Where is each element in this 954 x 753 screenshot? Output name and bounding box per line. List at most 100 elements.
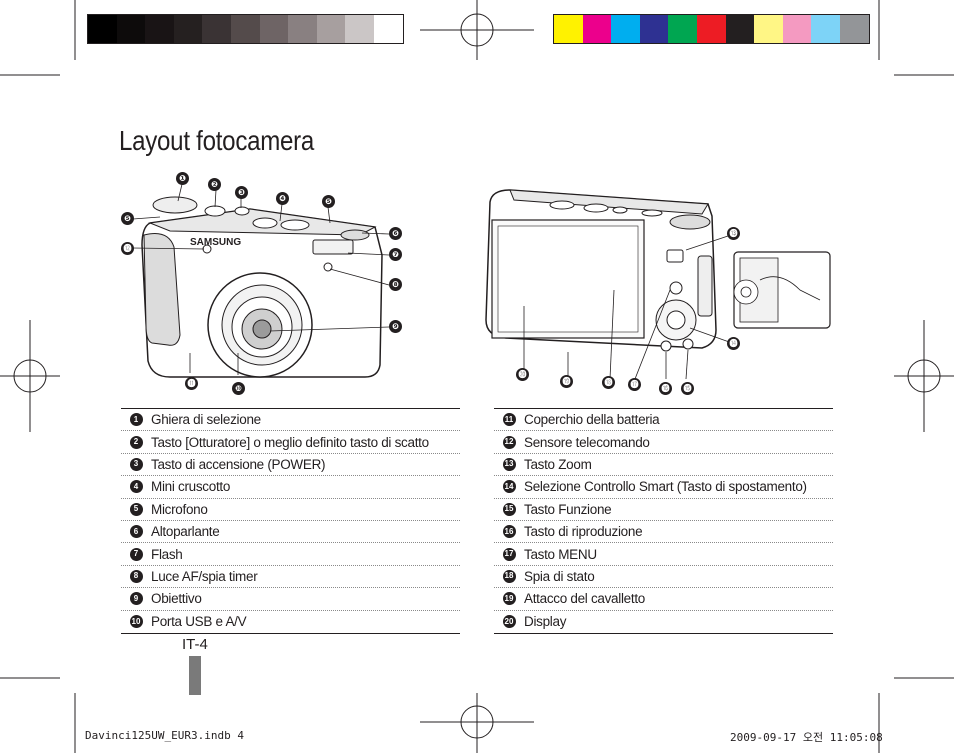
callout-7: ❼	[389, 248, 402, 261]
callout-18: ⓲	[602, 376, 615, 389]
part-row: 10 Porta USB e A/V	[121, 611, 460, 633]
part-label: Flash	[151, 546, 183, 562]
part-label: Tasto di riproduzione	[524, 524, 643, 540]
part-number-badge: 15	[502, 502, 516, 516]
part-label: Sensore telecomando	[524, 434, 650, 450]
gray-swatch	[230, 15, 260, 43]
callout-9: ❾	[389, 320, 402, 333]
part-row: 13 Tasto Zoom	[494, 454, 833, 477]
part-number-cell: 6	[121, 525, 151, 539]
process-swatch	[639, 15, 669, 43]
page-number: IT-4	[182, 636, 208, 653]
callout-13: ⓭	[727, 227, 740, 240]
part-number-cell: 5	[121, 502, 151, 516]
callout-10: ❿	[232, 382, 245, 395]
page-title: Layout fotocamera	[119, 124, 315, 156]
part-number-badge: 10	[129, 615, 143, 629]
chapter-tab	[189, 656, 201, 695]
part-label: Tasto di accensione (POWER)	[151, 456, 326, 472]
gray-swatch	[173, 15, 203, 43]
part-label: Tasto Zoom	[524, 456, 592, 472]
part-number-cell: 1	[121, 413, 151, 427]
part-number-cell: 14	[494, 480, 524, 494]
callout-16: ⓰	[659, 382, 672, 395]
process-swatch	[554, 15, 583, 43]
part-number-cell: 20	[494, 615, 524, 629]
process-swatch	[696, 15, 726, 43]
process-swatch	[725, 15, 755, 43]
grayscale-color-bar	[87, 14, 404, 44]
part-number-badge: 6	[129, 525, 143, 539]
process-swatch	[611, 15, 640, 43]
part-number-badge: 17	[502, 547, 516, 561]
gray-swatch	[316, 15, 346, 43]
part-number-cell: 19	[494, 592, 524, 606]
footer-file: Davinci125UW_EUR3.indb 4	[85, 729, 244, 742]
part-number-cell: 2	[121, 435, 151, 449]
callout-6: ❻	[389, 227, 402, 240]
part-number-cell: 9	[121, 592, 151, 606]
part-label: Attacco del cavalletto	[524, 591, 645, 607]
part-label: Coperchio della batteria	[524, 412, 660, 428]
part-number-badge: 19	[502, 592, 516, 606]
part-number-cell: 12	[494, 435, 524, 449]
part-label: Tasto Funzione	[524, 501, 612, 517]
part-label: Tasto [Otturatore] o meglio definito tas…	[151, 434, 429, 450]
callout-2: ❷	[208, 178, 221, 191]
part-number-cell: 8	[121, 569, 151, 583]
process-swatch	[754, 15, 783, 43]
part-label: Tasto MENU	[524, 546, 597, 562]
process-swatch	[839, 15, 869, 43]
callout-8: ❽	[389, 278, 402, 291]
part-number-badge: 14	[502, 480, 516, 494]
gray-swatch	[202, 15, 231, 43]
part-number-badge: 13	[502, 457, 516, 471]
camera-front-illustration: SAMSUNG	[132, 179, 390, 378]
gray-swatch	[88, 15, 117, 43]
callout-14: ⓮	[727, 337, 740, 350]
callout-20: ⓴	[516, 368, 529, 381]
part-row: 19 Attacco del cavalletto	[494, 588, 833, 611]
gray-swatch	[373, 15, 403, 43]
callout-5b: ❺	[121, 212, 134, 225]
part-row: 6 Altoparlante	[121, 521, 460, 544]
callout-11: ⓫	[185, 377, 198, 390]
part-label: Altoparlante	[151, 524, 220, 540]
part-label: Porta USB e A/V	[151, 614, 247, 630]
process-swatch	[668, 15, 697, 43]
part-row: 16 Tasto di riproduzione	[494, 521, 833, 544]
part-label: Microfono	[151, 501, 208, 517]
part-number-badge: 16	[502, 525, 516, 539]
part-number-badge: 1	[129, 413, 143, 427]
part-number-badge: 18	[502, 569, 516, 583]
part-number-cell: 15	[494, 502, 524, 516]
footer-timestamp: 2009-09-17 오전 11:05:08	[730, 731, 883, 744]
gray-swatch	[145, 15, 174, 43]
process-color-bar	[553, 14, 870, 44]
part-label: Selezione Controllo Smart (Tasto di spos…	[524, 479, 807, 495]
process-swatch	[582, 15, 612, 43]
camera-back-illustration	[485, 189, 831, 380]
part-number-cell: 11	[494, 413, 524, 427]
process-swatch	[782, 15, 812, 43]
part-number-badge: 4	[129, 480, 143, 494]
callout-5a: ❺	[322, 195, 335, 208]
part-label: Display	[524, 614, 567, 630]
part-number-cell: 17	[494, 547, 524, 561]
part-number-badge: 9	[129, 592, 143, 606]
part-label: Luce AF/spia timer	[151, 568, 258, 584]
part-number-cell: 7	[121, 547, 151, 561]
part-number-cell: 4	[121, 480, 151, 494]
